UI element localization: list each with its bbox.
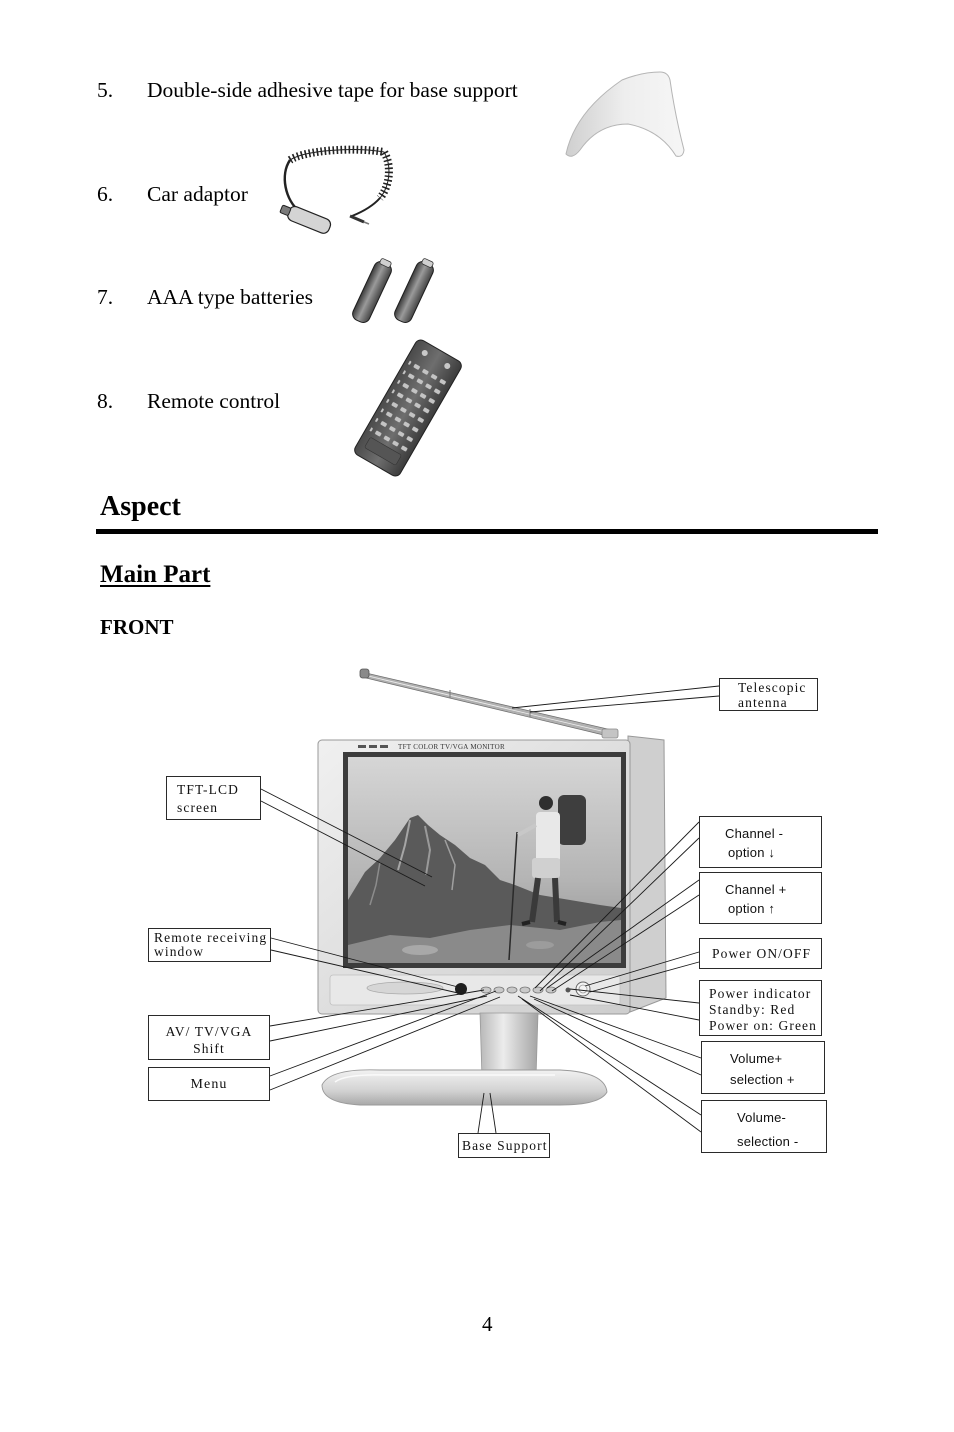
callout-telescopic-antenna: Telescopic antenna <box>719 678 818 711</box>
callout-power-indicator: Power indicator Standby: Red Power on: G… <box>699 980 822 1036</box>
leader-line-av-tv-vga-shift <box>269 989 488 1042</box>
leader-line-power-on-off <box>584 951 700 993</box>
callout-line: Menu <box>190 1077 228 1092</box>
callout-line: Channel - <box>725 826 784 841</box>
callout-line: Remote receiving <box>154 930 268 945</box>
callout-line: option ↓ <box>728 845 776 860</box>
leader-line-menu <box>269 990 501 1091</box>
tv-stand-base <box>321 1069 608 1106</box>
callout-channel-plus: Channel + option ↑ <box>699 872 822 924</box>
callout-line: Power indicator <box>709 986 812 1001</box>
leader-line-base-support <box>477 1092 497 1134</box>
callout-line: TFT-LCD <box>177 782 239 797</box>
accessory-item-7: 7. AAA type batteries <box>0 285 954 310</box>
callout-line: Base Support <box>462 1138 548 1153</box>
callout-line: AV/ TV/VGA <box>165 1024 253 1039</box>
adhesive-tape-image <box>565 71 685 157</box>
leader-line-power-indicator <box>569 988 700 1021</box>
callout-line: screen <box>177 800 219 815</box>
callout-line: Telescopic <box>738 680 807 695</box>
leader-line-channel-plus <box>546 879 700 992</box>
leader-line-channel-minus <box>534 821 700 992</box>
callout-remote-receiving-window: Remote receiving window <box>148 928 271 962</box>
batteries-image <box>352 258 434 324</box>
item-number: 8. <box>97 389 114 413</box>
car-adaptor-image <box>279 145 393 234</box>
leader-line-telescopic-antenna <box>511 685 720 713</box>
leader-line-volume-minus <box>517 995 702 1133</box>
accessory-item-5: 5. Double-side adhesive tape for base su… <box>0 78 954 103</box>
accessory-item-6: 6. Car adaptor <box>0 182 954 207</box>
callout-line: window <box>154 944 205 959</box>
leader-line-remote-receiving-window <box>270 937 459 994</box>
accessory-item-8: 8. Remote control <box>0 389 954 414</box>
callout-line: Shift <box>193 1041 225 1056</box>
item-label: Remote control <box>147 389 281 413</box>
leader-lines <box>260 685 720 1134</box>
callout-line: selection - <box>737 1134 799 1149</box>
tv-antenna <box>359 668 619 739</box>
remote-control-image <box>354 339 462 477</box>
callout-line: option ↑ <box>728 901 776 916</box>
callout-base-support: Base Support <box>458 1133 550 1158</box>
page-number: 4 <box>482 1312 493 1336</box>
callout-menu: Menu <box>148 1067 270 1101</box>
callout-line: Volume- <box>737 1110 787 1125</box>
item-number: 5. <box>97 78 114 102</box>
item-label: Car adaptor <box>147 182 248 206</box>
item-label: Double-side adhesive tape for base suppo… <box>147 78 518 102</box>
power-indicator-light <box>565 987 571 993</box>
item-number: 6. <box>97 182 114 206</box>
section-heading: Aspect <box>100 491 181 522</box>
screen-picture <box>348 757 621 963</box>
item-label: AAA type batteries <box>147 285 313 309</box>
callout-line: Standby: Red <box>709 1002 796 1017</box>
view-heading: FRONT <box>100 615 174 639</box>
callout-line: Volume+ <box>730 1051 783 1066</box>
hiker-figure <box>508 795 586 961</box>
leader-line-tft-lcd-screen <box>260 788 433 887</box>
callout-line: Power on: Green <box>709 1018 817 1033</box>
callout-volume-plus: Volume+ selection + <box>701 1041 825 1094</box>
tv-bezel-label: TFT COLOR TV/VGA MONITOR <box>398 743 505 751</box>
section-divider <box>96 529 878 534</box>
item-number: 7. <box>97 285 114 309</box>
callout-volume-minus: Volume- selection - <box>701 1100 827 1153</box>
tv-speaker-slot <box>366 981 444 995</box>
leader-line-volume-plus <box>529 995 702 1076</box>
tv-screen <box>343 752 626 968</box>
power-button <box>575 981 591 997</box>
tv-stand-neck <box>479 1012 539 1079</box>
callout-av-tv-vga-shift: AV/ TV/VGA Shift <box>148 1015 270 1060</box>
remote-receiving-window-sensor <box>455 983 467 995</box>
callout-line: antenna <box>738 695 788 710</box>
callout-channel-minus: Channel - option ↓ <box>699 816 822 868</box>
callout-line: Power ON/OFF <box>712 946 812 961</box>
callout-line: Channel + <box>725 882 787 897</box>
callout-line: selection + <box>730 1072 795 1087</box>
tv-control-buttons <box>480 986 557 994</box>
tv-diagram: TFT COLOR TV/VGA MONITOR <box>317 668 667 1106</box>
callout-power-on-off: Power ON/OFF <box>699 938 822 969</box>
subsection-heading: Main Part <box>100 561 211 588</box>
callout-tft-lcd-screen: TFT-LCD screen <box>166 776 261 820</box>
